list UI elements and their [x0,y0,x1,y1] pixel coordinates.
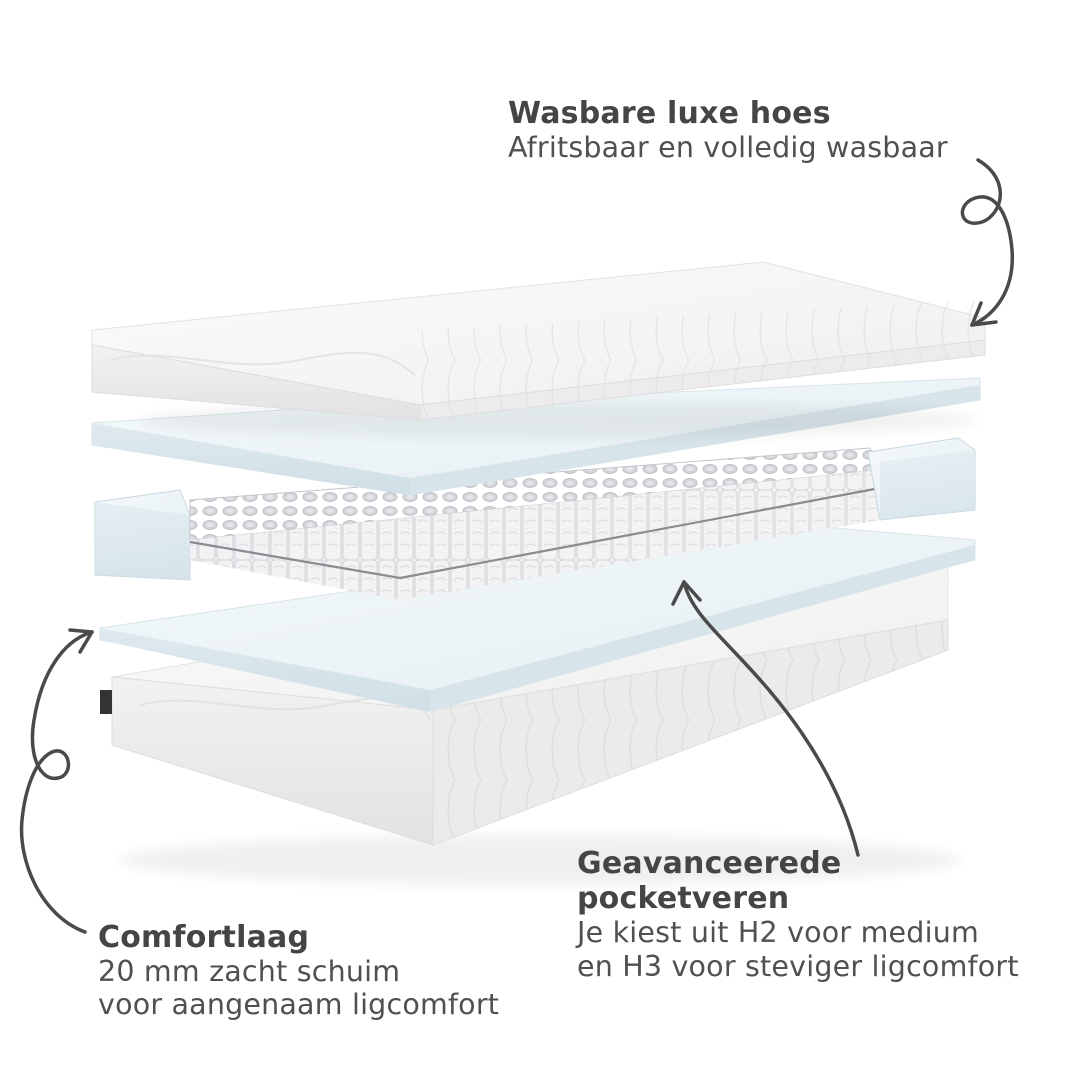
callout-washable-cover: Wasbare luxe hoes Afritsbaar en volledig… [508,96,948,164]
callout-line: 20 mm zacht schuim [98,955,401,989]
label-tag [100,690,112,714]
callout-title: Comfortlaag [98,920,310,955]
callout-line: Je kiest uit H2 voor medium [577,916,979,950]
callout-comfort-layer: Comfortlaag 20 mm zacht schuim voor aang… [98,920,499,1022]
callout-title: Wasbare luxe hoes [508,96,831,131]
arrow-to-cover [960,158,1014,327]
bottom-comfort-foam-layer [99,524,976,712]
callout-line: en H3 voor steviger ligcomfort [577,949,1019,983]
arrow-to-springs [671,580,860,857]
callout-title: Geavanceerede [577,846,842,881]
arrow-to-comfort [19,628,94,934]
callout-title: pocketveren [577,881,790,917]
callout-line: voor aangenaam ligcomfort [98,988,500,1022]
pocket-spring-core-layer [94,437,976,600]
callout-pocket-springs: Geavanceerede pocketveren Je kiest uit H… [577,846,1019,983]
callout-line: Afritsbaar en volledig wasbaar [508,131,948,165]
top-cover-layer [91,261,986,438]
